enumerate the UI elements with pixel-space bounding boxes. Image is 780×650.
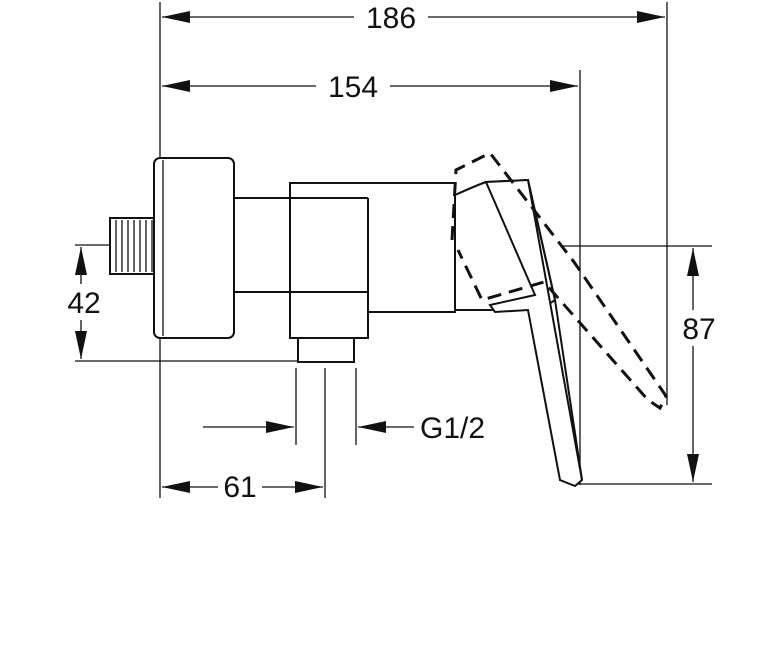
dimension-87-label: 87 — [682, 313, 715, 346]
dimension-61: 61 — [162, 468, 323, 504]
dimension-186-label: 186 — [366, 2, 416, 35]
lever-alt-position — [450, 151, 668, 411]
dimension-154: 154 — [162, 68, 578, 104]
dimension-154-label: 154 — [328, 71, 378, 104]
dimension-42-label: 42 — [67, 287, 100, 320]
dimension-thread-label: G1/2 — [420, 412, 485, 445]
dimension-186: 186 — [162, 0, 665, 35]
faucet-body — [109, 157, 584, 488]
lever-handle — [484, 178, 584, 488]
main-body — [289, 182, 456, 339]
dimension-thread: G1/2 — [203, 412, 485, 445]
dimension-87: 87 — [674, 248, 724, 482]
inlet-thread — [109, 217, 157, 275]
dimension-61-label: 61 — [223, 471, 256, 504]
outlet-nipple — [297, 337, 355, 363]
wall-rosette — [153, 157, 235, 339]
dimension-42: 42 — [60, 247, 104, 359]
thread-lines — [115, 220, 153, 272]
body-neck — [233, 197, 293, 293]
